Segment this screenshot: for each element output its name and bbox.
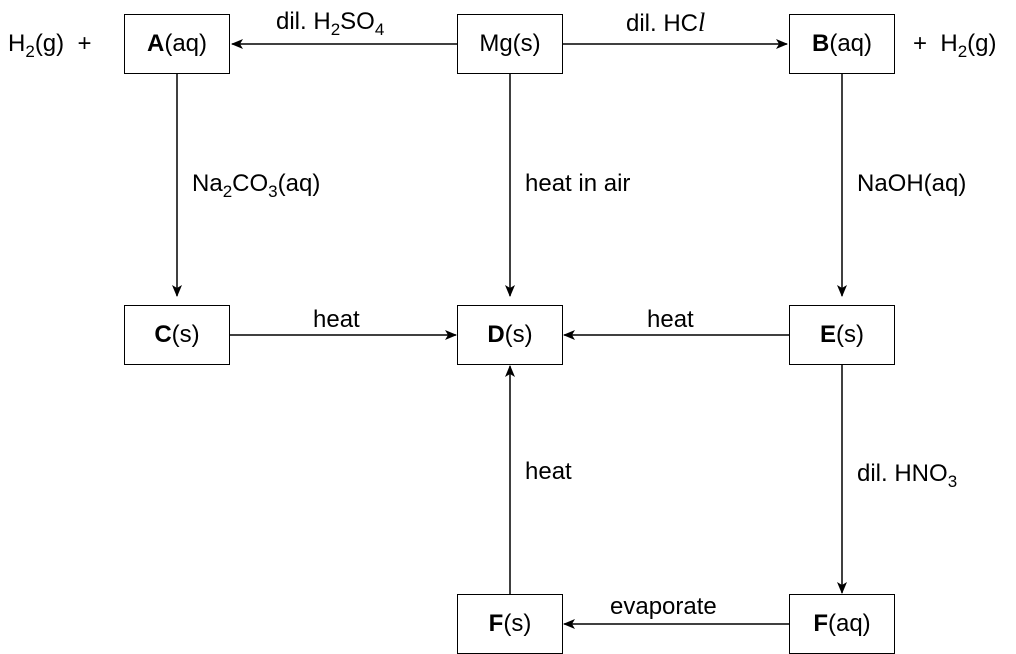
box-f-solid-state: (s)	[503, 610, 532, 637]
box-f-solid-letter: F	[488, 610, 504, 637]
box-d-letter: D	[487, 321, 505, 348]
box-c: C(s)	[124, 305, 230, 365]
reagent-e-to-faq: dil. HNO3	[857, 460, 958, 491]
box-e-state: (s)	[836, 321, 864, 348]
box-f-aq-state: (aq)	[827, 610, 871, 637]
box-d: D(s)	[457, 305, 563, 365]
box-a: A(aq)	[124, 14, 230, 74]
box-e-letter: E	[820, 321, 837, 348]
box-f-aq-letter: F	[813, 610, 828, 637]
box-f-solid: F(s)	[457, 594, 563, 654]
reagent-faq-to-fs: evaporate	[610, 593, 717, 620]
reagent-b-to-e: NaOH(aq)	[857, 170, 967, 197]
reagent-mg-to-b: dil. HCl	[626, 8, 706, 37]
box-a-state: (aq)	[164, 30, 208, 57]
box-c-state: (s)	[171, 321, 200, 348]
box-c-letter: C	[154, 321, 172, 348]
box-a-letter: A	[146, 30, 165, 57]
side-product-right: + H2(g)	[913, 30, 997, 61]
box-e: E(s)	[789, 305, 895, 365]
box-mg-label: Mg(s)	[479, 30, 541, 57]
box-b-state: (aq)	[829, 30, 873, 57]
box-b-letter: B	[811, 30, 830, 57]
reagent-e-to-d: heat	[647, 306, 694, 333]
box-mg: Mg(s)	[457, 14, 563, 74]
reaction-scheme-diagram	[172, 39, 847, 629]
reagent-mg-to-d: heat in air	[525, 170, 631, 197]
reagent-mg-to-a: dil. H2SO4	[276, 8, 385, 39]
reagent-c-to-d: heat	[313, 306, 360, 333]
reagent-fs-to-d: heat	[525, 458, 572, 485]
box-f-aq: F(aq)	[789, 594, 895, 654]
box-d-state: (s)	[504, 321, 533, 348]
box-b: B(aq)	[789, 14, 895, 74]
reagent-a-to-c: Na2CO3(aq)	[192, 170, 321, 201]
side-product-left: H2(g) +	[8, 30, 92, 61]
